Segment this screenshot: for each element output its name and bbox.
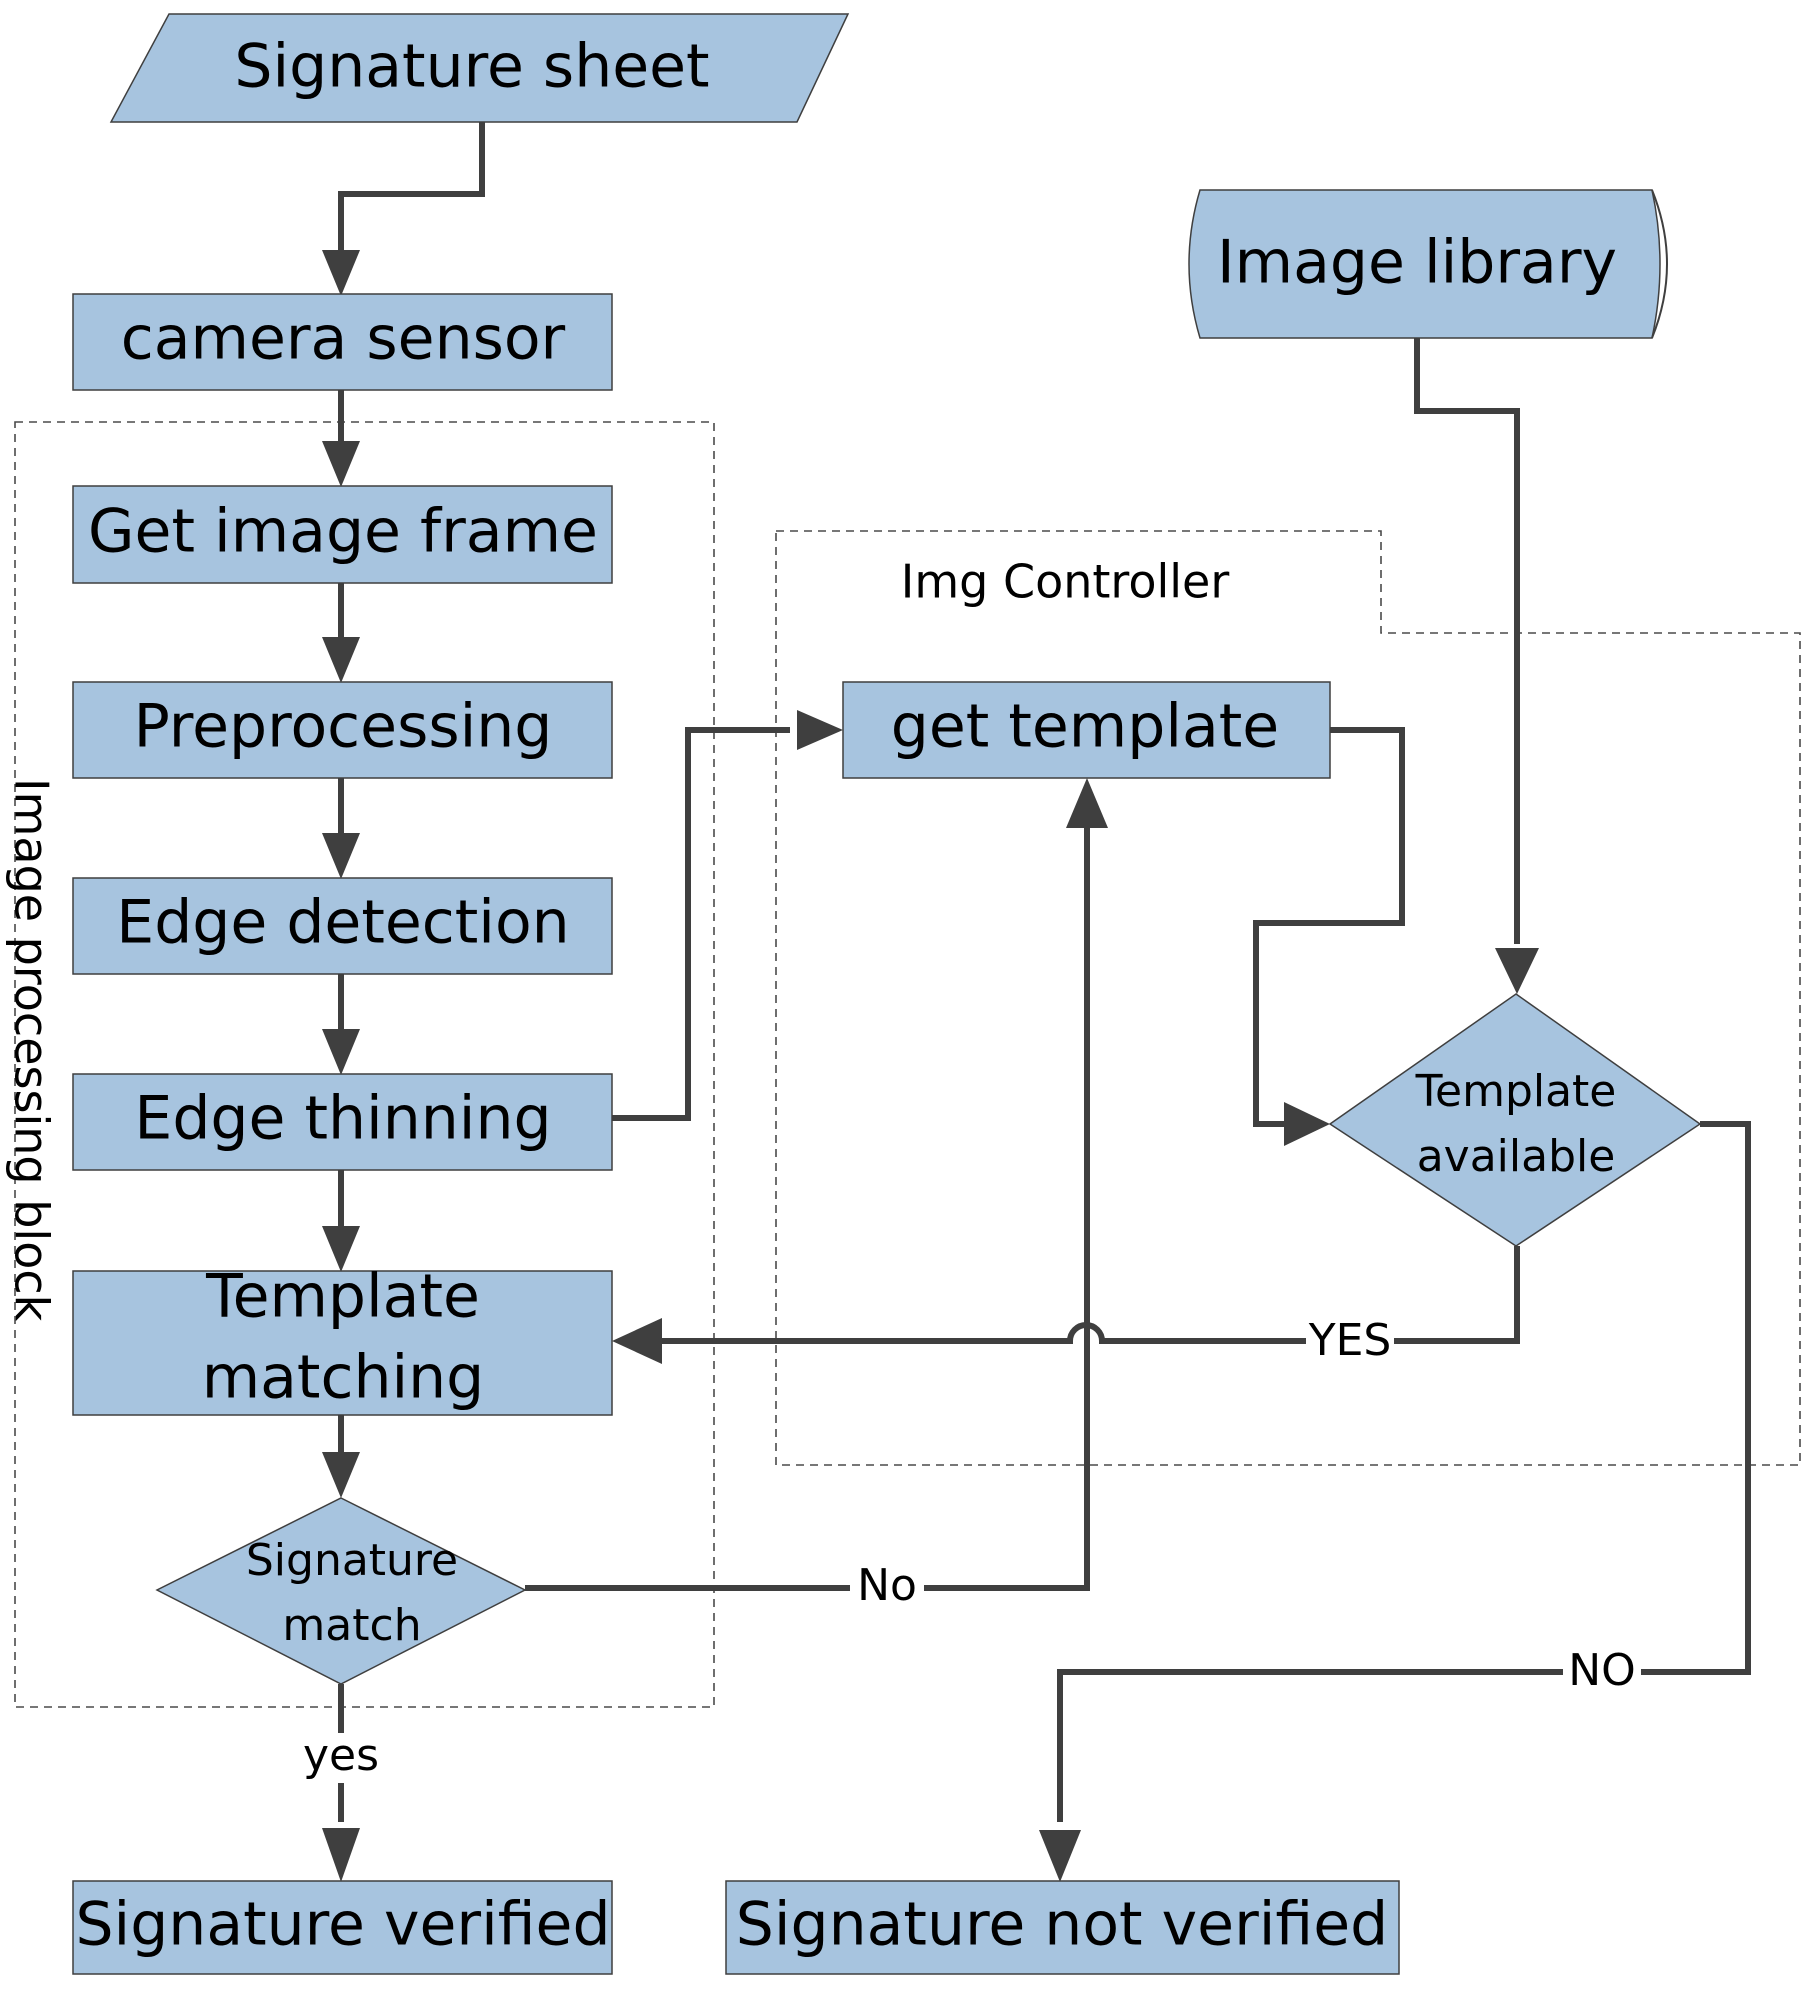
svg-text:Edge thinning: Edge thinning [134,1084,551,1154]
node-get-template: get template [842,681,1331,779]
arrowhead-template-matching-from-yes [612,1318,662,1364]
svg-text:Signature not verified: Signature not verified [736,1890,1388,1960]
arrowhead-decision [322,1452,360,1498]
node-edge-thinning: Edge thinning [72,1073,613,1171]
connector-thinning-to-get-template [612,727,790,1121]
edge-label-no-mixed: No [850,1560,924,1613]
connector-library-to-template-available [1414,337,1520,944]
arrowhead-camera [322,250,360,296]
node-get-image-frame: Get image frame [72,485,613,584]
svg-text:available: available [1417,1131,1616,1182]
node-camera-sensor: camera sensor [72,293,613,391]
connector-template-yes-to-matching [655,1246,1520,1344]
node-image-library: Image library [1188,189,1668,339]
image-processing-block-label: Image processing block [5,778,59,1322]
svg-text:Signature: Signature [246,1535,458,1586]
svg-text:match: match [282,1600,421,1651]
edge-label-yes-upper: YES [1306,1315,1394,1366]
svg-text:Signature sheet: Signature sheet [234,32,709,102]
node-signature-verified: Signature verified [72,1880,613,1975]
arrowhead-template-available-from-library [1495,948,1539,994]
img-controller-boundary [775,530,1801,1466]
svg-text:Signature verified: Signature verified [75,1890,610,1960]
arrowhead-frame [322,441,360,487]
svg-text:get template: get template [891,692,1279,762]
image-processing-block-boundary [14,421,715,1708]
svg-text:yes: yes [303,1730,379,1781]
svg-text:Image library: Image library [1217,228,1617,298]
arrowhead-get-template-from-no [1066,778,1108,828]
svg-text:Template: Template [1415,1066,1617,1117]
svg-text:No: No [857,1560,917,1611]
svg-text:YES: YES [1308,1315,1392,1366]
arrowhead-template-matching [322,1226,360,1272]
arrowhead-template-available-from-get [1284,1102,1330,1146]
arrowhead-signature-verified [322,1828,360,1882]
connector-get-template-to-template-available [1253,727,1405,1127]
node-edge-detection: Edge detection [72,877,613,975]
img-controller-label: Img Controller [901,555,1230,609]
node-signature-match-decision: Signature match [155,1497,527,1685]
node-template-matching: Template matching [72,1262,613,1416]
connector-decision-no-to-get-template [525,818,1090,1591]
node-template-available-decision: Template available [1328,993,1702,1247]
connector-template-no-to-not-verified [1057,1121,1751,1822]
svg-text:NO: NO [1568,1645,1636,1696]
svg-text:Get image frame: Get image frame [88,497,598,567]
node-signature-not-verified: Signature not verified [725,1880,1400,1975]
node-signature-sheet: Signature sheet [109,13,850,123]
arrowhead-preprocessing [322,637,360,683]
svg-text:Edge detection: Edge detection [116,888,569,958]
connector-sheet-to-camera [338,122,485,262]
svg-text:Template: Template [205,1262,480,1332]
svg-text:Preprocessing: Preprocessing [134,692,553,762]
arrowhead-get-template-from-thinning [797,710,843,750]
arrowhead-edge-thinning [322,1029,360,1075]
svg-text:matching: matching [202,1343,485,1413]
arrowhead-edge-detection [322,833,360,879]
arrowhead-signature-not-verified [1039,1830,1081,1882]
edge-label-yes-lower: yes [300,1730,382,1783]
edge-label-no-upper: NO [1563,1645,1641,1697]
node-preprocessing: Preprocessing [72,681,613,779]
svg-text:camera sensor: camera sensor [121,304,566,374]
